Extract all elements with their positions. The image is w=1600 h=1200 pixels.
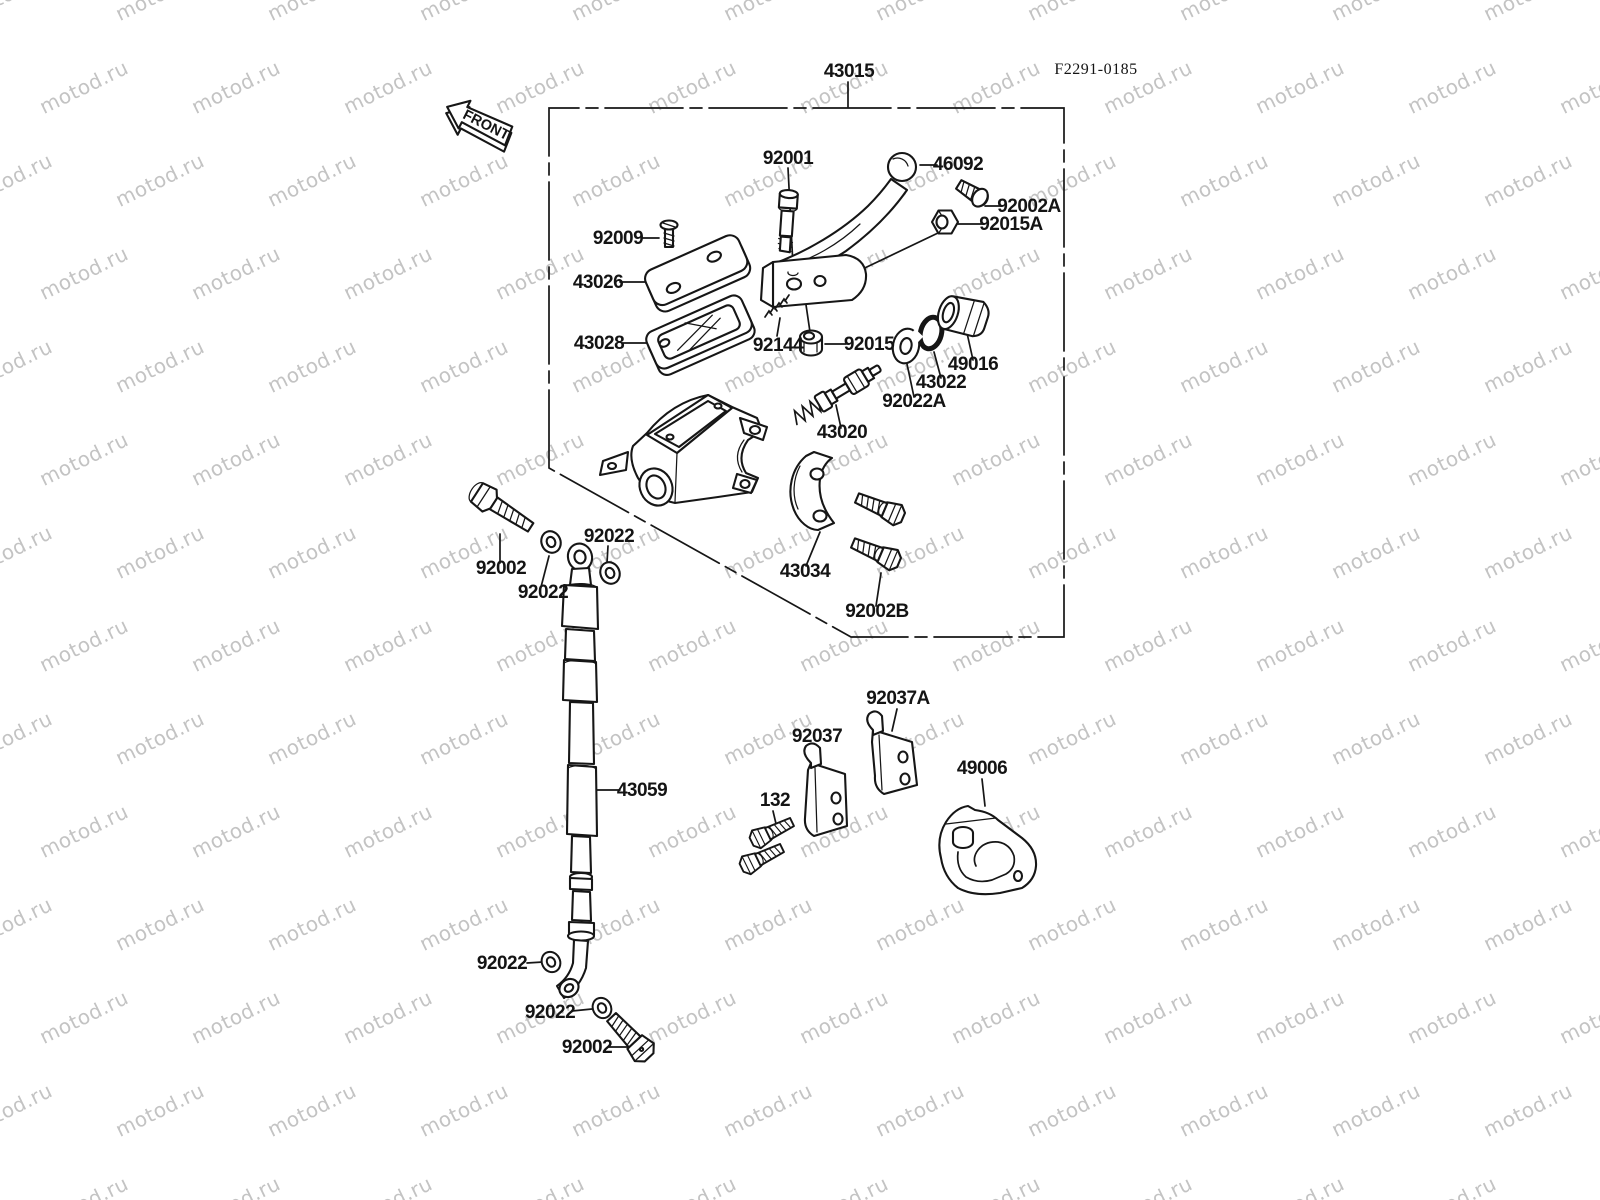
label-92022-upper-left: 92022 (518, 582, 568, 603)
pivot-bolt-part (777, 188, 799, 254)
hose-bracket-part (803, 742, 849, 838)
circlip-part (909, 314, 945, 352)
bracket-bolt-part (736, 812, 798, 878)
label-49006: 49006 (957, 758, 1007, 779)
locknut-part (798, 329, 824, 357)
clamp-bolt-part (847, 486, 909, 574)
front-direction-arrow: FRONT (445, 99, 514, 153)
label-92002-bottom: 92002 (562, 1037, 612, 1058)
pivot-nut-part (930, 209, 960, 235)
banjo-bolt-upper-part (468, 482, 535, 533)
label-92037: 92037 (792, 726, 842, 747)
piston-assembly-part (793, 364, 882, 426)
label-92022-lower2: 92022 (525, 1002, 575, 1023)
spring-part (764, 294, 790, 318)
label-43028: 43028 (574, 333, 624, 354)
assembly-boundary-box (548, 107, 1065, 638)
label-46092: 46092 (933, 154, 983, 175)
label-49016: 49016 (948, 354, 998, 375)
reservoir-cap-part (644, 234, 752, 313)
brake-lever-part (759, 151, 918, 309)
cap-screw-part (659, 219, 679, 249)
label-92022A: 92022A (882, 391, 946, 412)
diaphragm-part (645, 294, 756, 376)
label-92144: 92144 (753, 335, 804, 356)
label-43015: 43015 (824, 61, 875, 82)
dust-boot-part (936, 295, 990, 338)
hose-bracket-a-part (866, 710, 919, 796)
label-92002A: 92002A (997, 196, 1061, 217)
label-43020: 43020 (817, 422, 867, 443)
label-92037A: 92037A (866, 688, 930, 709)
fiche-code: F2291-0185 (1054, 61, 1137, 78)
banjo-washer-part (537, 527, 565, 557)
label-92001: 92001 (763, 148, 814, 169)
part-labels: 43015 F2291-0185 92001 46092 92002A 9201… (476, 61, 1137, 1058)
label-43034: 43034 (780, 561, 831, 582)
label-92015A: 92015A (979, 214, 1043, 235)
label-92009: 92009 (593, 228, 643, 249)
brake-hose-part (555, 542, 600, 1000)
label-43059: 43059 (617, 780, 667, 801)
banjo-bolt-lower-part (606, 1012, 655, 1063)
banjo-washer-part (537, 947, 565, 977)
label-43026: 43026 (573, 272, 623, 293)
label-132: 132 (760, 790, 790, 811)
lever-screw-part (955, 179, 989, 208)
handlebar-clamp-part (789, 450, 836, 532)
banjo-washer-part (596, 558, 624, 588)
cable-guard-part (938, 804, 1038, 896)
master-cylinder-body-part (598, 393, 769, 507)
label-92002-left: 92002 (476, 558, 526, 579)
label-43022: 43022 (916, 372, 966, 393)
label-92022-upper-right: 92022 (584, 526, 634, 547)
label-92015: 92015 (844, 334, 895, 355)
label-92002B: 92002B (845, 601, 909, 622)
label-92022-lower1: 92022 (477, 953, 527, 974)
